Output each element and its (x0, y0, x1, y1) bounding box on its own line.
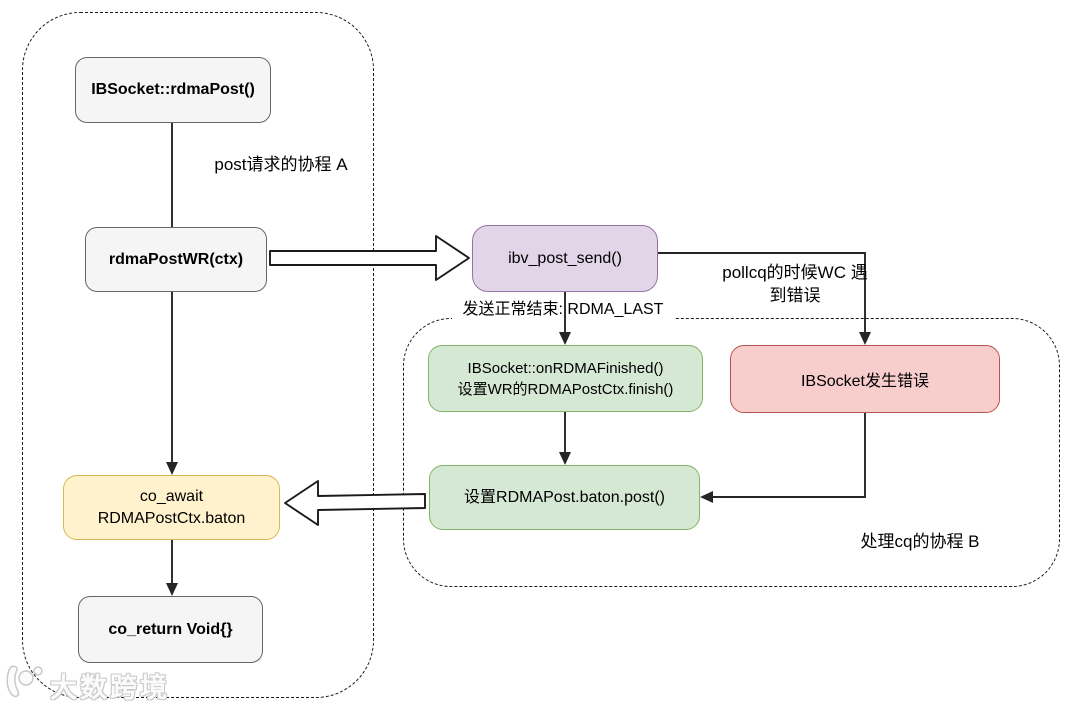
coroutine-b-label: 处理cq的协程 B (860, 532, 980, 551)
coroutine-a-container (22, 12, 374, 698)
edge-label-line1: pollcq的时候WC (722, 263, 846, 282)
node-label-line1: co_await (139, 487, 204, 505)
node-rdmapostwr: rdmaPostWR(ctx) (85, 227, 267, 292)
watermark-logo-icon (4, 664, 46, 707)
node-label-line2: 设置WR的RDMAPostCtx.finish() (457, 380, 674, 398)
node-label: rdmaPostWR(ctx) (108, 250, 244, 268)
node-ibv-post-send: ibv_post_send() (472, 225, 658, 292)
node-label: IBSocket::rdmaPost() (91, 81, 255, 98)
node-label: IBSocket发生错误 (800, 373, 930, 390)
node-label: ibv_post_send() (508, 249, 622, 267)
node-on-rdma-finished: IBSocket::onRDMAFinished() 设置WR的RDMAPost… (428, 345, 703, 412)
node-ibsocket-rdmapost: IBSocket::rdmaPost() (75, 57, 271, 123)
node-label-line2: RDMAPostCtx.baton (97, 509, 246, 527)
node-label-line1: IBSocket::onRDMAFinished() (467, 359, 664, 377)
watermark: 大数跨境 (4, 664, 170, 707)
edge-label-pollcq-error: pollcq的时候WC 遇到错误 (715, 261, 875, 307)
node-co-return-void: co_return Void{} (78, 596, 263, 663)
coroutine-a-label: post请求的协程 A (214, 155, 348, 174)
node-co-await-baton: co_await RDMAPostCtx.baton (63, 475, 280, 540)
edge-label-normal-finish: 发送正常结束: RDMA_LAST (452, 299, 674, 321)
watermark-text: 大数跨境 (50, 673, 170, 703)
node-set-baton-post: 设置RDMAPost.baton.post() (429, 465, 700, 530)
node-label: co_return Void{} (108, 620, 233, 638)
node-label: 设置RDMAPost.baton.post() (464, 489, 665, 506)
node-ibsocket-error: IBSocket发生错误 (730, 345, 1000, 413)
